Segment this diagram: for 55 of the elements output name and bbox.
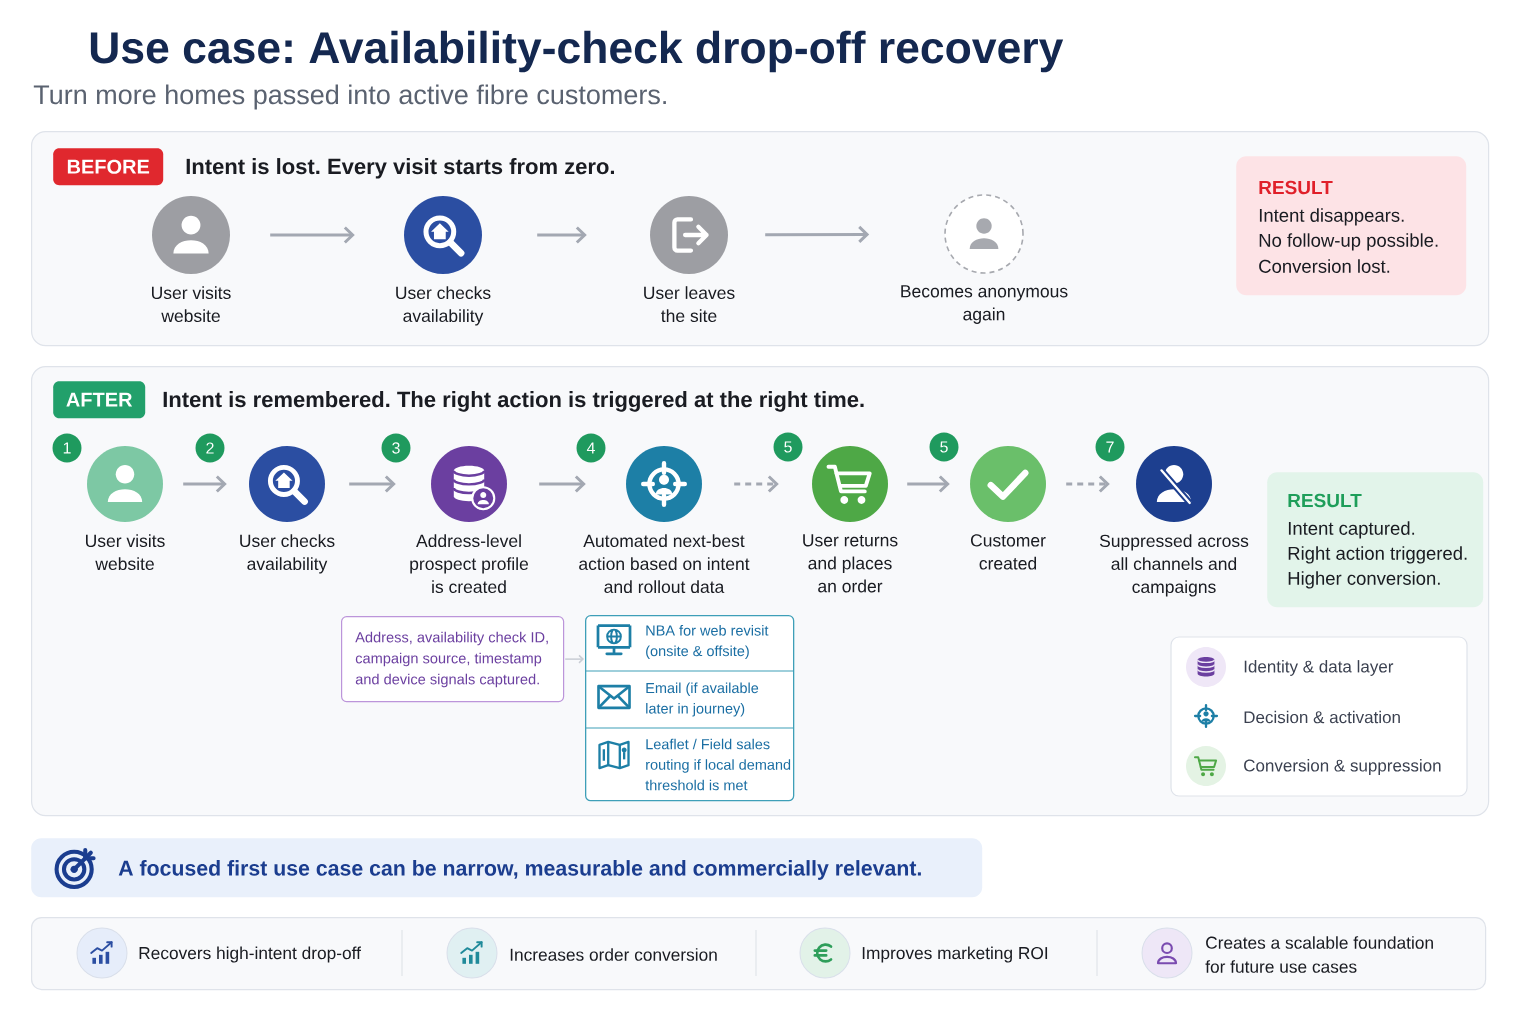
step-number: 5 — [929, 432, 959, 462]
step-label: User checks availability — [396, 286, 491, 326]
heading: Intent is lost. Every visit starts from zero. — [186, 158, 614, 179]
step-label: Automated next-best action based on intent and rollout data — [579, 534, 750, 594]
channel-text: Email (if available later in journey) — [646, 682, 759, 717]
step-label: Suppressed across all channels and campaigns — [1099, 534, 1249, 597]
arrow — [907, 475, 950, 493]
dashed-arrow — [734, 475, 779, 493]
benefit-text: Increases order conversion — [510, 948, 717, 961]
benefit-text: Recovers high-intent drop-off — [139, 946, 361, 963]
step-label: User visits website — [152, 286, 231, 323]
arrow — [537, 226, 587, 244]
arrow — [765, 225, 870, 243]
arrow — [564, 654, 584, 664]
step-label: User visits website — [86, 534, 165, 571]
legend-label: Decision & activation — [1244, 710, 1400, 724]
result-text: Higher conversion. — [1288, 571, 1440, 589]
step-label: Becomes anonymous again — [901, 285, 1068, 324]
step-label: Customer created — [971, 534, 1046, 570]
arrow — [349, 475, 396, 493]
result-text: Intent disappears. — [1259, 208, 1404, 226]
tag: AFTER — [53, 381, 146, 419]
arrow — [183, 475, 227, 493]
legend-label: Conversion & suppression — [1244, 759, 1441, 775]
benefit-text: Creates a scalable foundation for future use cases — [1205, 936, 1433, 973]
list-box — [585, 615, 795, 802]
result-text: No follow-up possible. — [1259, 233, 1438, 251]
step-number: 1 — [52, 433, 82, 463]
result-text: Right action triggered. — [1288, 546, 1467, 564]
channel-text: NBA for web revisit (onsite & offsite) — [646, 625, 769, 659]
channel-text: Leaflet / Field sales routing if local demand threshold is met — [645, 738, 791, 791]
tag: BEFORE — [53, 148, 164, 186]
dashed-arrow — [1066, 475, 1110, 493]
note-box: Address, availability check ID, campaign source, timestamp and device signals captured. — [341, 616, 565, 703]
step-number: 3 — [381, 433, 411, 463]
step-number: 2 — [195, 433, 225, 463]
result-text: Conversion lost. — [1259, 259, 1390, 273]
subtitle: Turn more homes passed into active fibre customers. — [33, 84, 666, 110]
heading: Intent is remembered. The right action is triggered at the right time. — [163, 391, 864, 412]
result-heading: RESULT — [1259, 180, 1333, 195]
step-label: User returns and places an order — [803, 534, 898, 593]
step-label: Address-level prospect profile is created — [410, 534, 528, 594]
step-label: User leaves the site — [644, 286, 735, 323]
banner: A focused first use case can be narrow, measurable and commercially relevant. — [31, 838, 983, 898]
arrow — [270, 226, 355, 244]
step-label: User checks availability — [240, 534, 335, 574]
title: Use case: Availability-check drop-off recovery — [90, 30, 1064, 73]
result-text: Intent captured. — [1288, 521, 1415, 539]
step-number: 5 — [773, 432, 803, 462]
legend-label: Identity & data layer — [1244, 660, 1394, 676]
step-number: 4 — [576, 433, 606, 463]
arrow — [539, 475, 586, 493]
step-number: 7 — [1095, 432, 1125, 462]
benefit-text: Improves marketing ROI — [862, 946, 1048, 963]
result-heading: RESULT — [1288, 493, 1362, 508]
